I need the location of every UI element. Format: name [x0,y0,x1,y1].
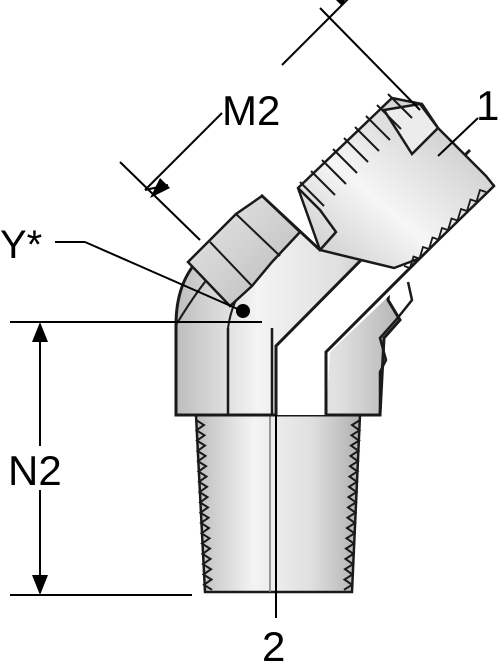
leader-port1 [437,117,479,157]
dimension-label-m2: M2 [222,87,281,134]
dimension-n2 [10,321,262,596]
dimension-m2 [119,0,421,241]
flare-thread-teeth [299,93,413,207]
pipe-thread-right-teeth [342,419,362,591]
leader-y [55,241,250,318]
port-label-1: 1 [476,82,500,129]
point-label-y: Y* [0,223,43,267]
dimension-label-n2: N2 [8,447,62,494]
port-label-2: 2 [262,623,286,670]
flare-thread-section [296,93,496,270]
pipe-thread-left-teeth [194,419,214,591]
pipe-thread-section [194,413,362,594]
flare-thread-right-teeth [403,188,487,270]
